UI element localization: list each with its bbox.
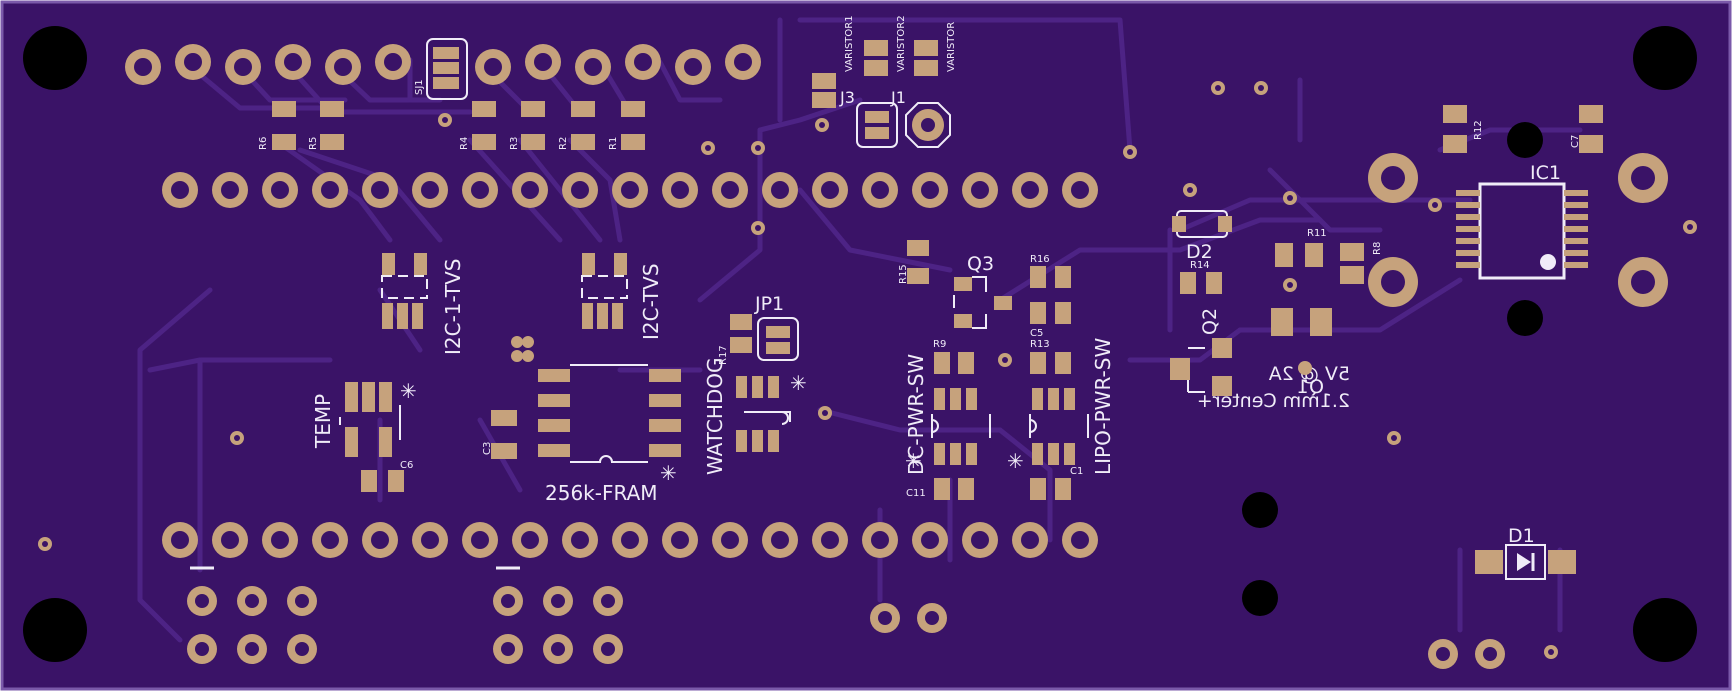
mounting-holes (23, 26, 1697, 662)
label-q2: Q2 (1199, 308, 1221, 335)
varistor2 (864, 40, 888, 76)
label-d1: D1 (1508, 525, 1535, 547)
label-r2: R2 (558, 137, 569, 150)
label-fram: 256k-FRAM (545, 481, 658, 505)
barrel-jack-pads (1368, 153, 1668, 307)
label-c3: C3 (482, 442, 493, 455)
ic1-chip (1456, 182, 1588, 280)
r3-resistor (521, 101, 545, 150)
label-ic1: IC1 (1530, 162, 1561, 184)
label-jp1: JP1 (754, 293, 784, 315)
temp-sensor: ✳ (339, 379, 417, 457)
label-r11: R11 (1307, 228, 1327, 239)
svg-text:✳: ✳ (400, 379, 417, 403)
q2-transistor (1170, 338, 1232, 396)
c6-capacitor (361, 470, 404, 492)
vias (38, 81, 1697, 659)
q3-transistor (953, 276, 1012, 329)
label-r12: R12 (1473, 120, 1484, 140)
label-c6: C6 (400, 460, 413, 471)
r2-resistor (571, 101, 595, 150)
svg-text:✳: ✳ (790, 371, 807, 395)
power-info-line-2: 2.1mm Center+ (1197, 390, 1350, 412)
r8-resistor (1340, 243, 1364, 284)
c3-capacitor (491, 410, 517, 459)
label-r1: R1 (608, 137, 619, 150)
r1-resistor (621, 101, 645, 150)
label-r16: R16 (1030, 254, 1050, 265)
label-watchdog: WATCHDOG (703, 358, 727, 476)
r17-resistor (730, 314, 752, 353)
c5-capacitor (1030, 302, 1071, 324)
r5-resistor (320, 101, 344, 150)
label-varistor: VARISTOR (946, 22, 957, 72)
c7-capacitor (1579, 105, 1603, 153)
label-r17: R17 (718, 345, 729, 365)
j1-connector (905, 102, 951, 148)
label-r13: R13 (1030, 339, 1050, 350)
c1-capacitor (1030, 478, 1071, 500)
varistor1 (812, 73, 836, 108)
r4-resistor (472, 101, 496, 150)
dc-pwr-marker: ✳ (905, 449, 922, 473)
label-c7: C7 (1570, 135, 1581, 148)
label-c1: C1 (1070, 466, 1083, 477)
i2c-1-tvs-chip (381, 253, 428, 329)
watchdog-chip: ✳ (736, 371, 807, 452)
jp1-jumper (757, 317, 799, 361)
svg-text:✳: ✳ (660, 461, 677, 485)
r15-resistor (907, 240, 929, 284)
label-d2: D2 (1186, 241, 1213, 263)
label-lipo-pwr-sw: LIPO-PWR-SW (1091, 338, 1115, 475)
r12-resistor (1443, 105, 1467, 153)
label-j3: J3 (839, 88, 855, 107)
sj1-jumper (426, 38, 468, 100)
label-r15: R15 (898, 264, 909, 284)
d1-diode (1475, 544, 1576, 580)
i2c-tvs-chip (581, 253, 628, 329)
label-q1: Q1 (1297, 376, 1324, 398)
label-temp: TEMP (311, 394, 335, 449)
label-i2c-1-tvs: I2C-1-TVS (441, 258, 465, 355)
fram-chip: ✳ (538, 364, 681, 485)
label-varistor2: VARISTOR2 (896, 15, 907, 72)
label-r14: R14 (1190, 260, 1210, 271)
label-r5: R5 (308, 137, 319, 150)
c11-capacitor (934, 478, 974, 500)
r9-resistor (934, 352, 974, 374)
label-sj1: SJ1 (414, 79, 425, 95)
label-r9: R9 (933, 339, 946, 350)
d2-diode (1172, 210, 1232, 238)
label-i2c-tvs: I2C-TVS (639, 263, 663, 340)
dc-pwr-sw-chip (931, 388, 991, 465)
lipo-pwr-sw-chip (1029, 388, 1089, 465)
label-varistor1: VARISTOR1 (844, 15, 855, 72)
label-c11: C11 (906, 488, 926, 499)
r6-resistor (272, 101, 296, 150)
label-r3: R3 (509, 137, 520, 150)
j3-connector (856, 102, 898, 148)
label-q3: Q3 (967, 253, 994, 275)
label-r8: R8 (1372, 242, 1383, 255)
label-j1: J1 (890, 88, 906, 107)
power-info-line-1: 5V @ 2A (1269, 363, 1350, 385)
r14-resistor (1180, 272, 1222, 294)
lipo-pwr-marker: ✳ (1007, 449, 1024, 473)
label-dc-pwr-sw: DC-PWR-SW (904, 354, 928, 475)
label-c5: C5 (1030, 328, 1043, 339)
q1-transistor (1271, 308, 1332, 375)
r16-resistor (1030, 266, 1071, 288)
varistor (914, 40, 938, 76)
label-r6: R6 (258, 137, 269, 150)
r13-resistor (1030, 352, 1071, 374)
r11-resistor (1275, 243, 1323, 267)
label-r4: R4 (459, 137, 470, 150)
